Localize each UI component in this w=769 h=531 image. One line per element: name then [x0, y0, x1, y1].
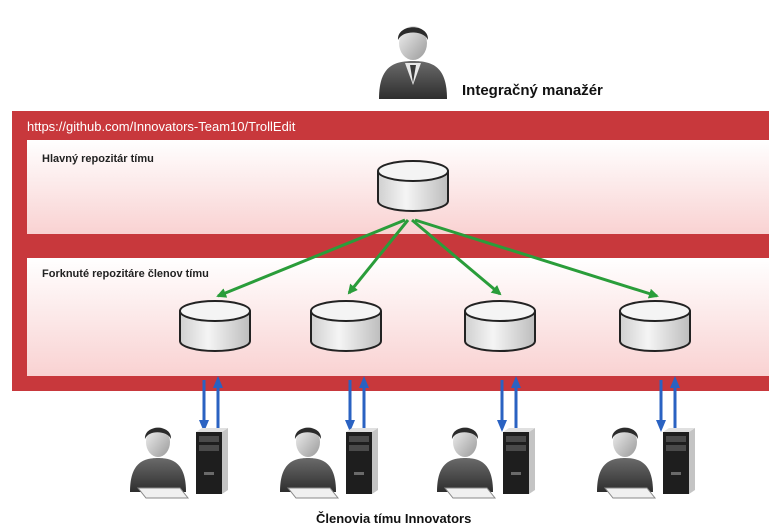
forked-repo-database-icon-1 — [179, 300, 251, 352]
forked-repo-database-icon-4 — [619, 300, 691, 352]
manager-label: Integračný manažér — [462, 82, 603, 99]
member-workstation-icon-3 — [436, 426, 536, 499]
repo-url: https://github.com/Innovators-Team10/Tro… — [27, 119, 296, 134]
manager-person-icon — [379, 26, 447, 99]
forked-repo-database-icon-3 — [464, 300, 536, 352]
forked-repo-database-icon-2 — [310, 300, 382, 352]
fork-arrow-2 — [347, 219, 410, 295]
members-label: Členovia tímu Innovators — [316, 511, 472, 526]
member-workstation-icon-4 — [596, 426, 696, 499]
main-repo-label: Hlavný repozitár tímu — [42, 153, 154, 165]
fork-arrows — [216, 218, 659, 299]
fork-arrow-4 — [414, 218, 659, 299]
member-workstation-icon-2 — [279, 426, 379, 499]
fork-arrow-3 — [411, 218, 502, 296]
member-workstation-icon-1 — [129, 426, 229, 499]
main-repo-database-icon — [377, 160, 449, 212]
sync-arrows — [199, 376, 680, 432]
forked-repos-label: Forknuté repozitáre členov tímu — [42, 268, 209, 280]
fork-arrow-1 — [216, 218, 406, 298]
